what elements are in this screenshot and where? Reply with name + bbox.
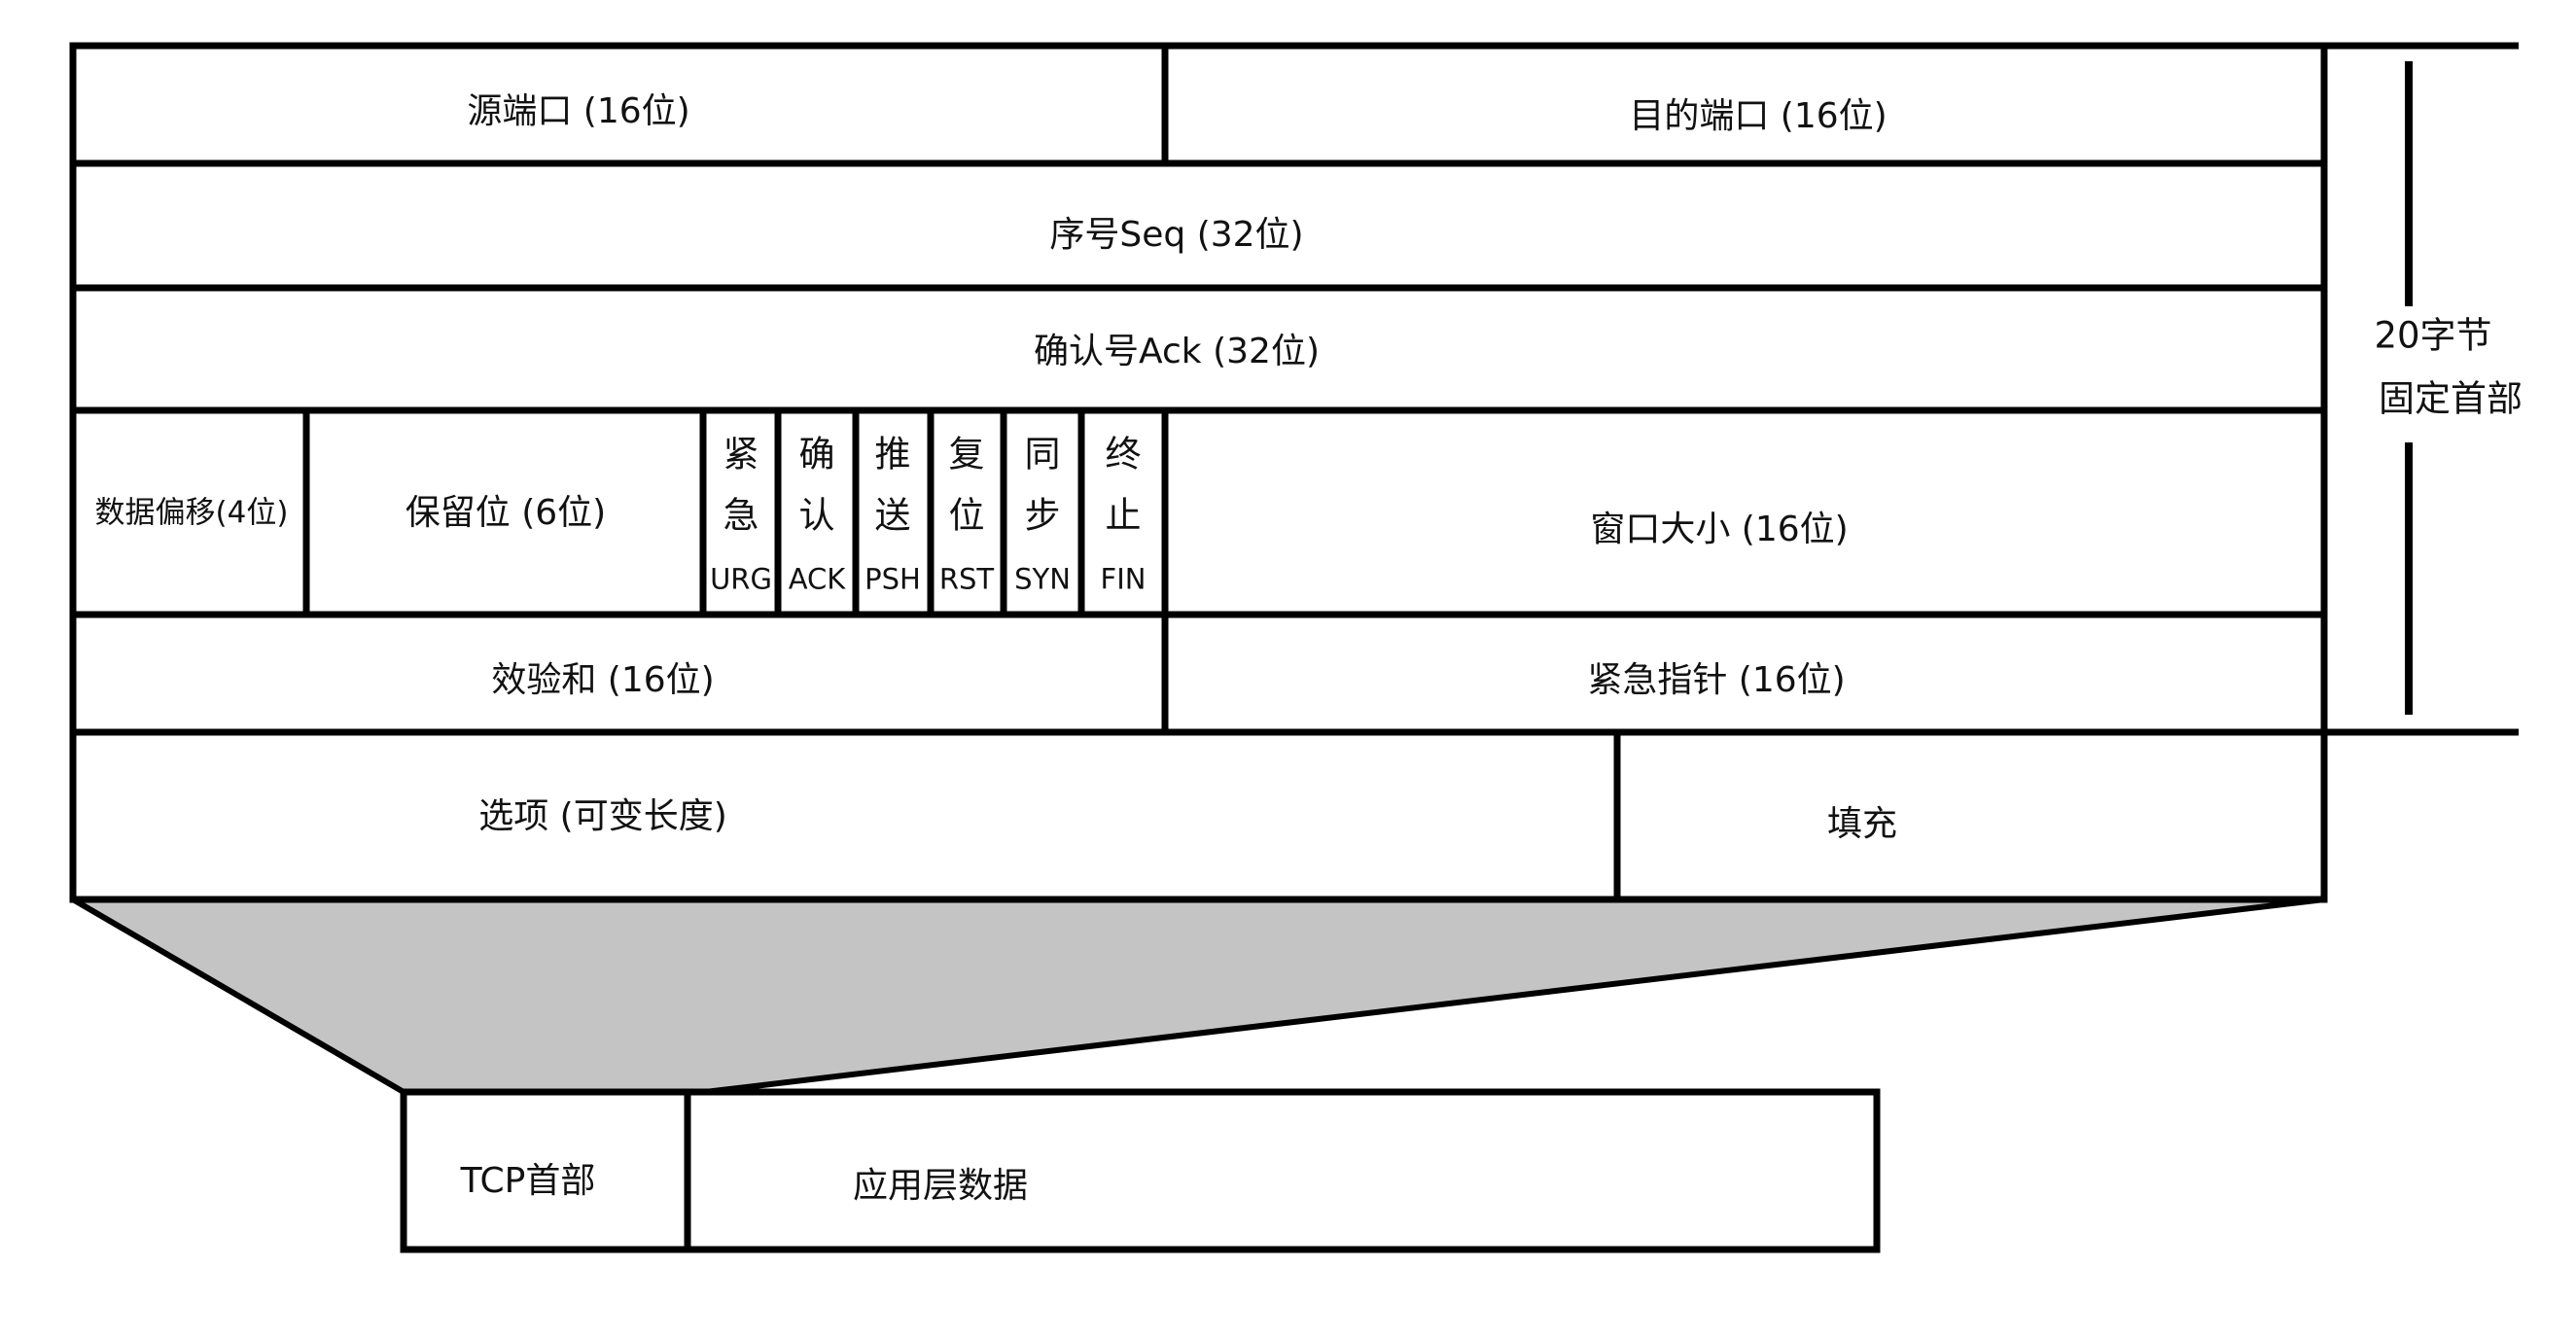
flag-fin-en: FIN [1100,562,1147,596]
flag-urg-en: URG [710,562,772,596]
urgent-pointer-label: 紧急指针 (16位) [1587,660,1846,700]
flag-fin-cn-bottom: 止 [1105,494,1142,537]
flag-ack-cn-bottom: 认 [798,494,835,537]
flag-syn-en: SYN [1014,562,1071,596]
fixed-header-note-line2: 固定首部 [2379,377,2523,420]
data-offset-label: 数据偏移(4位) [94,495,289,531]
fixed-header-note-line1: 20字节 [2374,314,2492,357]
source-port-label: 源端口 (16位) [467,91,690,131]
flag-psh-en: PSH [865,562,921,596]
options-label: 选项 (可变长度) [478,796,727,836]
padding-label: 填充 [1826,804,1898,844]
flag-ack-cn-top: 确 [798,433,835,475]
segment-box [400,1088,1881,1253]
checksum-label: 效验和 (16位) [491,660,715,700]
flag-fin-cn-top: 终 [1105,433,1142,475]
flag-ack-en: ACK [788,562,846,596]
flag-urg-cn-top: 紧 [723,433,759,475]
flag-rst-en: RST [938,562,995,596]
seq-label: 序号Seq (32位) [1049,215,1304,255]
dest-port-label: 目的端口 (16位) [1629,96,1888,136]
window-label: 窗口大小 (16位) [1590,510,1849,549]
flag-syn-cn-top: 同 [1024,433,1061,475]
segment-data-label: 应用层数据 [852,1166,1029,1206]
reserved-label: 保留位 (6位) [405,493,607,533]
flag-syn-cn-bottom: 步 [1024,494,1061,537]
flag-rst-cn-bottom: 位 [948,494,985,537]
funnel-shape [70,897,2327,1095]
ack-label: 确认号Ack (32位) [1034,332,1320,371]
flag-psh-cn-bottom: 送 [874,494,911,537]
flag-rst-cn-top: 复 [948,433,985,475]
flag-psh-cn-top: 推 [874,433,911,475]
flag-urg-cn-bottom: 急 [723,494,759,537]
header-outer-box [69,42,2328,903]
segment-header-label: TCP首部 [460,1161,596,1201]
